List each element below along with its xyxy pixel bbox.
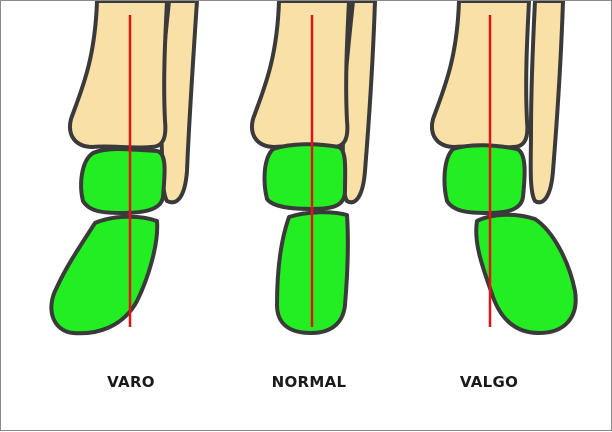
normal-talus [265,144,346,209]
varo-label: VARO [51,373,211,391]
varo-talus [81,149,165,213]
valgo-label: VALGO [409,373,569,391]
valgo-talus [445,145,525,213]
valgo-tibia [432,1,529,148]
normal-tibia [252,1,349,148]
normal-label: NORMAL [229,373,389,391]
varo-calcaneus [51,217,157,334]
valgo-fibula [531,1,563,202]
varo-tibia [70,1,167,148]
valgo-figure [432,1,576,333]
varo-figure [51,1,197,333]
normal-figure [252,1,375,333]
